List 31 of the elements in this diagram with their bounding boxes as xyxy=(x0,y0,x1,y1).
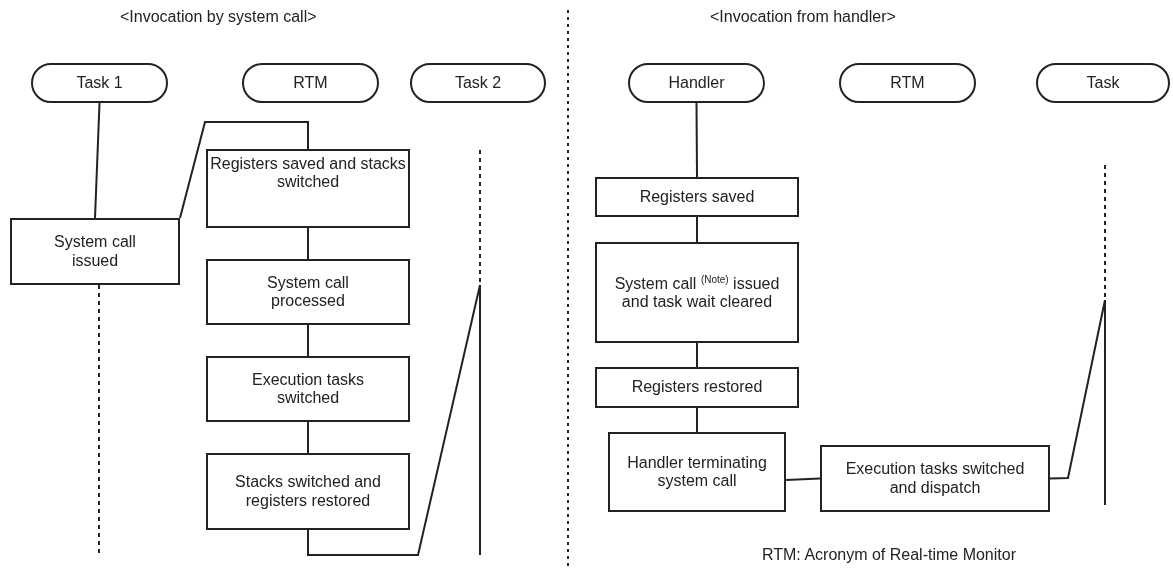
connector-line xyxy=(696,342,698,368)
process-box: Registers saved xyxy=(595,177,799,217)
connector-line xyxy=(179,121,309,219)
connector-line xyxy=(785,477,821,481)
connector-line xyxy=(307,324,309,357)
lifeline-header: RTM xyxy=(242,63,379,103)
lifeline-header: Task xyxy=(1036,63,1170,103)
lifeline-header: Task 1 xyxy=(31,63,168,103)
connector-line xyxy=(307,227,309,260)
process-box: Registers restored xyxy=(595,367,799,408)
process-box: Handler terminating system call xyxy=(608,432,786,512)
connector-line xyxy=(307,284,481,556)
process-box: System call $^{(Note)}$ issued and task wait cleared xyxy=(595,242,799,343)
process-box: Stacks switched and registers restored xyxy=(206,453,410,530)
process-box: System call processed xyxy=(206,259,410,325)
lifeline-header: RTM xyxy=(839,63,976,103)
connector-line xyxy=(696,407,698,433)
process-box: Execution tasks switched xyxy=(206,356,410,422)
connector-line xyxy=(696,216,698,243)
connector-line xyxy=(307,421,309,454)
connector-line xyxy=(94,102,101,219)
process-box: Registers saved and stacks switched xyxy=(206,149,410,228)
lifeline-header: Task 2 xyxy=(410,63,546,103)
connector-line xyxy=(1049,299,1106,480)
lifeline-header: Handler xyxy=(628,63,765,103)
connector-line xyxy=(695,102,698,178)
column-heading: <Invocation by system call> xyxy=(120,8,317,26)
process-box: System call issued xyxy=(10,218,180,285)
process-box: Execution tasks switched and dispatch xyxy=(820,445,1050,512)
column-heading: <Invocation from handler> xyxy=(710,8,896,26)
footnote: RTM: Acronym of Real-time Monitor xyxy=(762,546,1016,564)
